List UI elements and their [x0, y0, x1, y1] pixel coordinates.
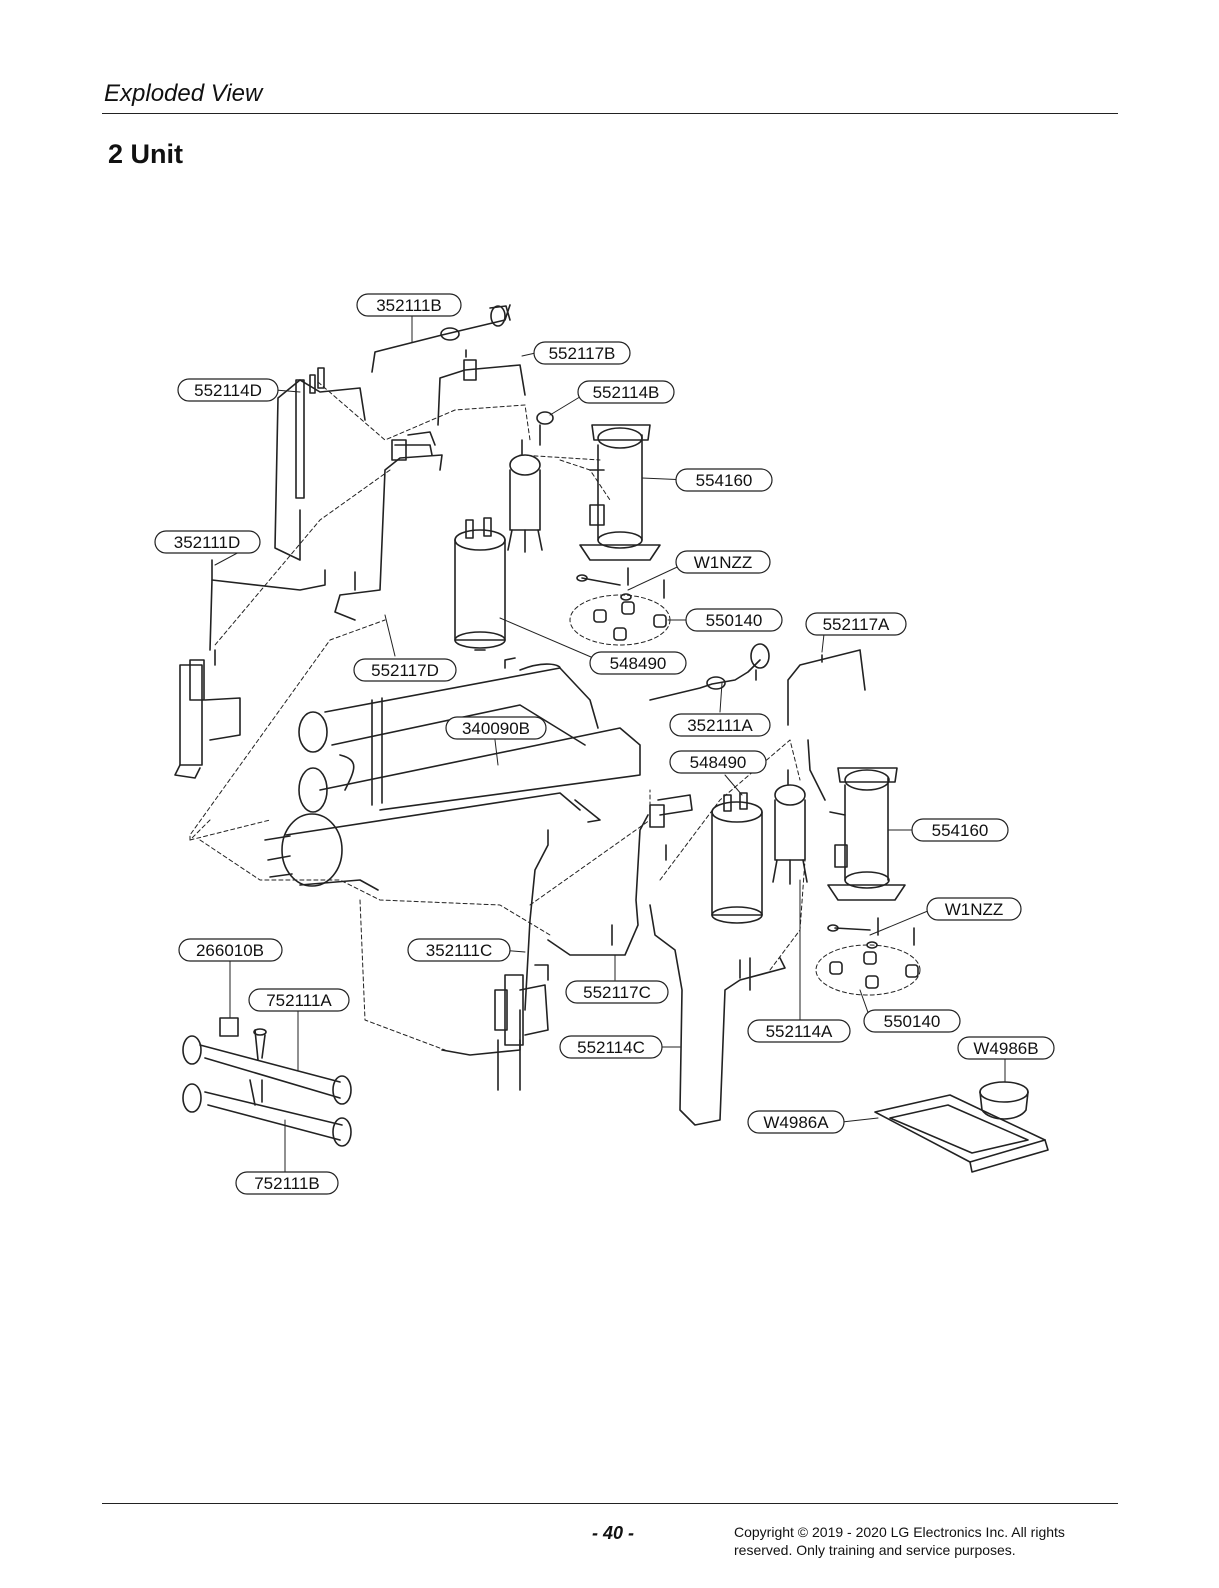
part-752111B-pipe: [182, 1079, 352, 1147]
part-554160-bottom-compressor: [827, 767, 906, 901]
page-title: 2 Unit: [108, 139, 184, 169]
part-left-plate-exchanger: [174, 649, 241, 779]
part-accumulator-bottom: [772, 739, 826, 885]
leader-lines: [214, 315, 1006, 1173]
label-352111C: 352111C: [426, 941, 492, 960]
part-552114B-fitting: [536, 411, 554, 446]
label-550140-bottom: 550140: [884, 1012, 941, 1031]
section-header: Exploded View: [104, 80, 263, 107]
label-552114C: 552114C: [577, 1038, 645, 1057]
label-752111B: 752111B: [254, 1174, 320, 1193]
label-340090B: 340090B: [462, 719, 530, 738]
label-552117A: 552117A: [823, 615, 890, 634]
label-W4986A: W4986A: [763, 1113, 829, 1132]
part-340090B-heat-exchanger: [264, 657, 641, 891]
header-divider: [102, 113, 1118, 114]
part-548490-bottom-tank: [711, 792, 763, 924]
copyright-line-1: Copyright © 2019 - 2020 LG Electronics I…: [734, 1524, 1065, 1540]
label-554160-top: 554160: [696, 471, 753, 490]
part-accumulator-top: [507, 439, 543, 553]
label-552114B: 552114B: [593, 383, 660, 402]
part-552117B-pipe: [437, 349, 526, 426]
part-W4986A-base-plate: [874, 1094, 1049, 1173]
label-552117B: 552117B: [549, 344, 616, 363]
label-352111B: 352111B: [376, 296, 442, 315]
label-552114A: 552114A: [766, 1022, 833, 1041]
part-352111A-strainer: [649, 643, 770, 701]
label-266010B: 266010B: [196, 941, 264, 960]
part-552114D-pipe: [274, 367, 366, 561]
part-552117A-pipe: [787, 649, 866, 726]
label-552117C: 552117C: [583, 983, 651, 1002]
label-548490-bottom: 548490: [690, 753, 747, 772]
part-W1NZZ-top-hardware: [576, 567, 665, 601]
part-352111B-strainer: [371, 304, 511, 373]
label-W4986B: W4986B: [973, 1039, 1038, 1058]
copyright-notice: Copyright © 2019 - 2020 LG Electronics I…: [734, 1523, 1114, 1559]
label-552114D: 552114D: [194, 381, 262, 400]
part-550140-bottom-grommets: [815, 944, 921, 996]
label-W1NZZ-top: W1NZZ: [694, 553, 753, 572]
part-548490-top-tank: [454, 517, 506, 651]
footer-divider: [102, 1503, 1118, 1504]
label-352111D: 352111D: [174, 533, 240, 552]
label-352111A: 352111A: [687, 716, 753, 735]
part-752111A-pipe: [182, 1017, 352, 1105]
part-554160-top-compressor: [579, 424, 661, 561]
label-548490-top: 548490: [610, 654, 667, 673]
part-352111D-pipe: [209, 559, 326, 651]
part-552114C-pipe: [649, 904, 786, 1126]
part-550140-top-grommets: [569, 594, 671, 646]
part-352111C-pipe: [441, 829, 549, 1091]
label-752111A: 752111A: [266, 991, 332, 1010]
label-ovals: [154, 293, 1055, 1195]
label-W1NZZ-bottom: W1NZZ: [945, 900, 1004, 919]
part-552117D-pipe: [334, 431, 443, 621]
page-number: - 40 -: [592, 1523, 635, 1543]
label-554160-bottom: 554160: [932, 821, 989, 840]
copyright-line-2: reserved. Only training and service purp…: [734, 1542, 1016, 1558]
label-550140-top: 550140: [706, 611, 763, 630]
label-552117D: 552117D: [371, 661, 439, 680]
part-552117C-pipe: [547, 794, 693, 956]
